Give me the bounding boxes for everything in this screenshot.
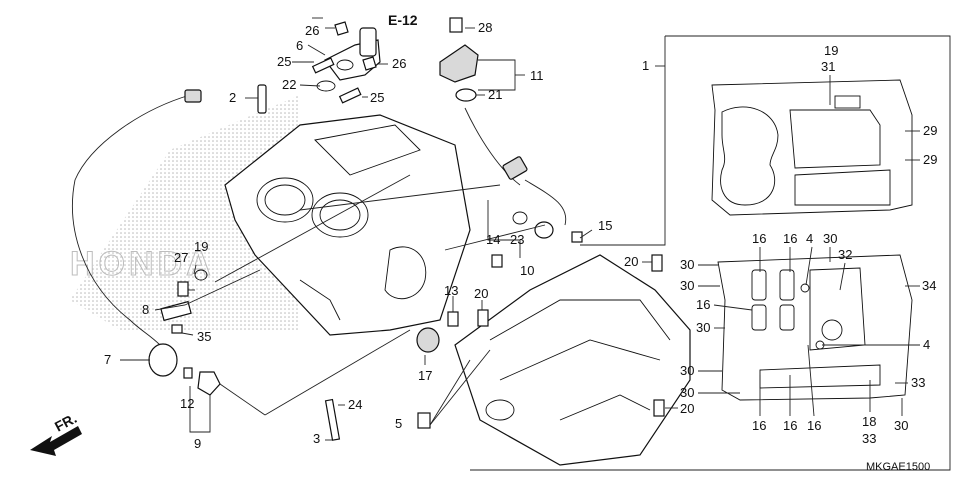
callout-29-a: 29 xyxy=(923,123,937,138)
callout-30-c: 30 xyxy=(680,278,694,293)
callout-20-a: 20 xyxy=(474,286,488,301)
sensor-harness xyxy=(464,107,567,258)
callout-17: 17 xyxy=(418,368,432,383)
callout-7: 7 xyxy=(104,352,111,367)
callout-26-b: 26 xyxy=(392,56,406,71)
callout-35: 35 xyxy=(197,329,211,344)
callout-25-b: 25 xyxy=(370,90,384,105)
callout-4-b: 4 xyxy=(923,337,930,352)
callout-4-a: 4 xyxy=(806,231,813,246)
callout-30-d: 30 xyxy=(696,320,710,335)
callout-12: 12 xyxy=(180,396,194,411)
callout-16-d: 16 xyxy=(752,418,766,433)
sensor-unit xyxy=(439,17,479,102)
callout-33-a: 33 xyxy=(911,375,925,390)
leader-lines xyxy=(120,17,678,441)
callout-16-b: 16 xyxy=(783,231,797,246)
callout-30-b: 30 xyxy=(680,257,694,272)
callout-30-e: 30 xyxy=(680,363,694,378)
callout-28: 28 xyxy=(478,20,492,35)
callout-32: 32 xyxy=(838,247,852,262)
callout-16-e: 16 xyxy=(783,418,797,433)
callout-6: 6 xyxy=(296,38,303,53)
upper-crankcase xyxy=(224,114,471,336)
callout-23: 23 xyxy=(510,232,524,247)
callout-2: 2 xyxy=(229,90,236,105)
callout-22: 22 xyxy=(282,77,296,92)
ref-code: E-12 xyxy=(388,12,418,28)
watermark-text: HONDA xyxy=(70,245,215,283)
water-joint xyxy=(324,27,381,81)
callout-29-b: 29 xyxy=(923,152,937,167)
crankcase-gasket-top xyxy=(711,79,913,216)
small-parts xyxy=(160,21,665,441)
callout-19-top: 19 xyxy=(824,43,838,58)
callout-30-g: 30 xyxy=(894,418,908,433)
callout-30-f: 30 xyxy=(680,385,694,400)
drawing-code: MKGAE1500 xyxy=(866,461,930,473)
callout-3: 3 xyxy=(313,431,320,446)
front-arrow: FR. xyxy=(30,410,82,456)
callout-5: 5 xyxy=(395,416,402,431)
callout-33-b: 33 xyxy=(862,431,876,446)
callout-18: 18 xyxy=(862,414,876,429)
callout-16-f: 16 xyxy=(807,418,821,433)
callout-14: 14 xyxy=(486,232,500,247)
callout-15: 15 xyxy=(598,218,612,233)
callout-9: 9 xyxy=(194,436,201,451)
callout-13: 13 xyxy=(444,283,458,298)
callout-10: 10 xyxy=(520,263,534,278)
callout-1: 1 xyxy=(642,58,649,73)
callout-34: 34 xyxy=(922,278,936,293)
callout-16-c: 16 xyxy=(696,297,710,312)
callout-24: 24 xyxy=(348,397,362,412)
callout-21: 21 xyxy=(488,87,502,102)
group-frame-1 xyxy=(470,35,951,471)
lower-crankcase xyxy=(454,254,691,466)
callout-31: 31 xyxy=(821,59,835,74)
callout-25: 25 xyxy=(277,54,291,69)
callout-19: 19 xyxy=(194,239,208,254)
callout-20-c: 20 xyxy=(680,401,694,416)
callout-30-top: 30 xyxy=(823,231,837,246)
callout-27: 27 xyxy=(174,250,188,265)
callout-labels: 2 26 6 25 22 E-12 26 25 28 11 21 1 19 31… xyxy=(104,12,937,473)
honda-watermark: HONDA xyxy=(70,95,300,330)
callout-11: 11 xyxy=(530,68,544,83)
callout-20-b: 20 xyxy=(624,254,638,269)
callout-26: 26 xyxy=(305,23,319,38)
callout-8: 8 xyxy=(142,302,149,317)
breather-hose xyxy=(72,89,202,377)
callout-16-a: 16 xyxy=(752,231,766,246)
leader-lines-right xyxy=(698,75,920,417)
crankcase-gasket-bottom xyxy=(717,254,913,401)
